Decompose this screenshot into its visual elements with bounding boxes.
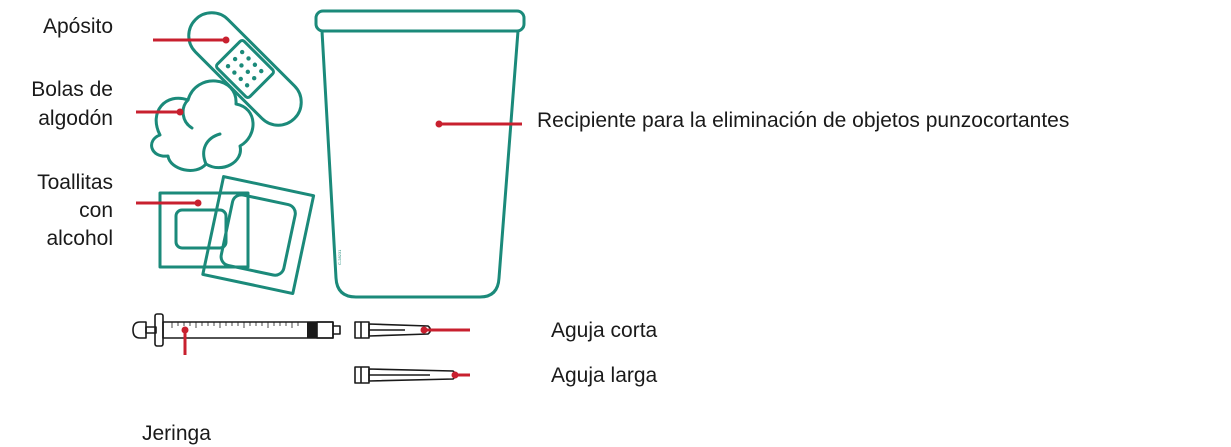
alcohol-wipes-icon [158,175,316,295]
label-aguja-larga: Aguja larga [551,364,658,387]
short-needle-icon [354,321,432,339]
svg-text:C-28231: C-28231 [337,249,342,265]
label-jeringa: Jeringa [142,422,211,445]
label-bolas-line1: Bolas de [31,78,113,101]
long-needle-icon [354,366,457,384]
label-bolas-de-algodon: Bolas de algodón [8,77,113,131]
leader-aposito [153,36,230,44]
leader-aguja-corta [420,326,470,334]
label-toallitas-line3: alcohol [46,227,113,250]
label-bolas-line2: algodón [38,107,113,130]
label-toallitas-line1: Toallitas [37,171,113,194]
leader-bolas [136,108,184,116]
leader-toallitas [136,199,202,207]
leader-recipiente [435,120,522,128]
label-aposito: Apósito [42,15,113,38]
leader-aguja-larga [451,371,470,379]
leader-jeringa [181,326,189,355]
sharps-container-icon: C-28231 [314,9,526,299]
syringe-icon [132,313,341,347]
label-toallitas-con-alcohol: Toallitas con alcohol [8,170,113,251]
cotton-balls-icon [150,79,255,172]
label-recipiente: Recipiente para la eliminación de objeto… [537,109,1070,132]
label-aguja-corta: Aguja corta [551,319,658,342]
label-toallitas-line2: con [79,199,113,222]
bandage-icon [187,11,303,127]
